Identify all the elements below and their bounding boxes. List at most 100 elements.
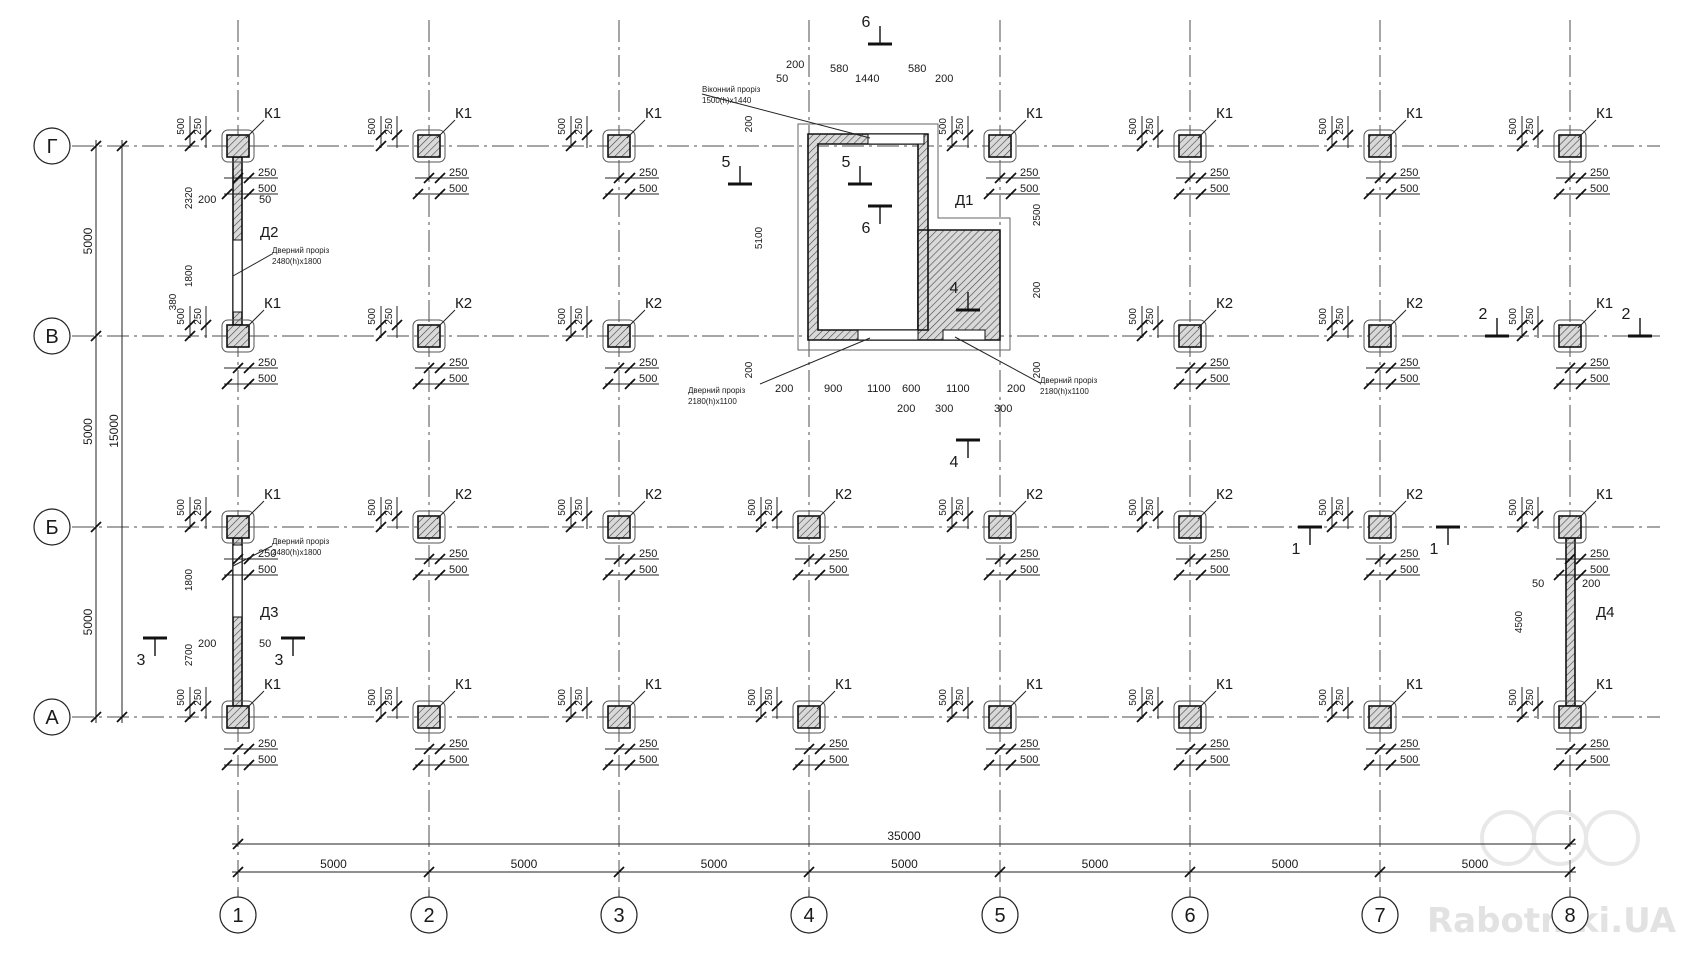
dim-tick — [1564, 172, 1576, 184]
column-halo — [983, 129, 1017, 163]
column-mark: К1 — [1406, 105, 1423, 122]
column-offset-500: 500 — [1128, 308, 1139, 325]
dim-tick — [375, 510, 387, 522]
axis-label-col-1: 1 — [232, 905, 243, 927]
dim-tick — [624, 172, 636, 184]
column-halo — [792, 700, 826, 734]
note-door-core-a-size: 2180(h)x1100 — [688, 397, 737, 406]
dim-tick — [200, 129, 212, 141]
dim-tick — [1516, 521, 1528, 533]
dim-tick — [1532, 319, 1544, 331]
column-Б-1 — [226, 515, 250, 539]
wall-dim: 50 — [259, 638, 271, 650]
dim-tick — [1326, 521, 1338, 533]
column-offset-250: 250 — [639, 738, 657, 750]
leader-door-d3 — [232, 545, 273, 567]
column-offset-500: 500 — [1508, 308, 1519, 325]
dim-tick — [1152, 700, 1164, 712]
dim-tick — [565, 521, 577, 533]
column-offset-500: 500 — [639, 373, 657, 385]
dim-total-height: 15000 — [107, 414, 121, 448]
dim-tick — [1564, 743, 1576, 755]
dim-tick — [1005, 188, 1017, 200]
column-offset-250: 250 — [449, 167, 467, 179]
column-leader — [1007, 500, 1027, 520]
dim-tick — [946, 510, 958, 522]
column-offset-500: 500 — [1590, 754, 1608, 766]
dim-tick — [184, 129, 196, 141]
core-dim-bottom: 1100 — [867, 383, 891, 395]
column-halo — [602, 319, 636, 353]
leader-door-b — [954, 336, 1041, 384]
column-offset-500: 500 — [258, 754, 276, 766]
column-halo — [221, 700, 255, 734]
column-offset-250: 250 — [1145, 118, 1156, 135]
column-Б-2 — [417, 515, 441, 539]
column-offset-500: 500 — [1400, 183, 1418, 195]
wall-dim: 200 — [1582, 578, 1600, 590]
dim-tick — [423, 553, 435, 565]
dim-tick — [243, 759, 255, 771]
dim-tick — [434, 553, 446, 565]
dim-tick — [1363, 188, 1375, 200]
dim-tick — [1173, 569, 1185, 581]
column-halo — [1553, 510, 1587, 544]
core-dim-top: 1440 — [855, 73, 879, 85]
dim-tick — [1136, 319, 1148, 331]
dim-tick — [994, 743, 1006, 755]
dim-tick — [375, 140, 387, 152]
dim-bay-5: 5000 — [1082, 857, 1109, 871]
dim-tick — [1342, 319, 1354, 331]
dim-tick — [771, 510, 783, 522]
core-walls — [797, 123, 1011, 351]
dim-tick — [184, 319, 196, 331]
column-offset-250: 250 — [449, 738, 467, 750]
column-mark: К2 — [1406, 486, 1423, 503]
column-Б-3 — [607, 515, 631, 539]
dim-tick — [232, 362, 244, 374]
column-leader — [816, 690, 836, 710]
column-offset-500: 500 — [367, 499, 378, 516]
core-dim-bottom: 300 — [935, 403, 953, 415]
dim-tick — [1005, 569, 1017, 581]
column-halo — [602, 129, 636, 163]
dim-tick — [1374, 743, 1386, 755]
dim-tick — [602, 378, 614, 390]
column-offset-250: 250 — [764, 499, 775, 516]
column-Б-5 — [988, 515, 1012, 539]
dim-tick — [1564, 553, 1576, 565]
column-offset-250: 250 — [1590, 738, 1608, 750]
dim-bay-4: 5000 — [891, 857, 918, 871]
column-offset-500: 500 — [1400, 754, 1418, 766]
dim-tick — [243, 172, 255, 184]
axis-label-col-5: 5 — [994, 905, 1005, 927]
column-А-1 — [226, 705, 250, 729]
dim-tick — [184, 140, 196, 152]
column-leader — [1197, 690, 1217, 710]
column-offset-250: 250 — [1525, 308, 1536, 325]
dim-tick — [1575, 553, 1587, 565]
column-Г-5 — [988, 134, 1012, 158]
dim-tick — [946, 700, 958, 712]
dim-tick — [375, 129, 387, 141]
dim-tick — [412, 759, 424, 771]
axis-label-row-Б: Б — [45, 517, 58, 539]
dim-tick — [1136, 129, 1148, 141]
dim-tick — [184, 510, 196, 522]
wall-dim: 200 — [198, 638, 216, 650]
dim-tick — [983, 759, 995, 771]
column-Г-2 — [417, 134, 441, 158]
column-offset-250: 250 — [1145, 308, 1156, 325]
column-offset-250: 250 — [258, 357, 276, 369]
dim-tick — [565, 700, 577, 712]
column-offset-500: 500 — [1020, 564, 1038, 576]
column-leader — [1577, 309, 1597, 329]
core-dim-side: 200 — [1032, 361, 1043, 378]
dim-tick — [1005, 759, 1017, 771]
axis-label-row-Г: Г — [47, 136, 58, 158]
dim-tick — [581, 510, 593, 522]
column-offset-250: 250 — [1210, 738, 1228, 750]
column-halo — [1553, 319, 1587, 353]
column-halo — [1363, 700, 1397, 734]
